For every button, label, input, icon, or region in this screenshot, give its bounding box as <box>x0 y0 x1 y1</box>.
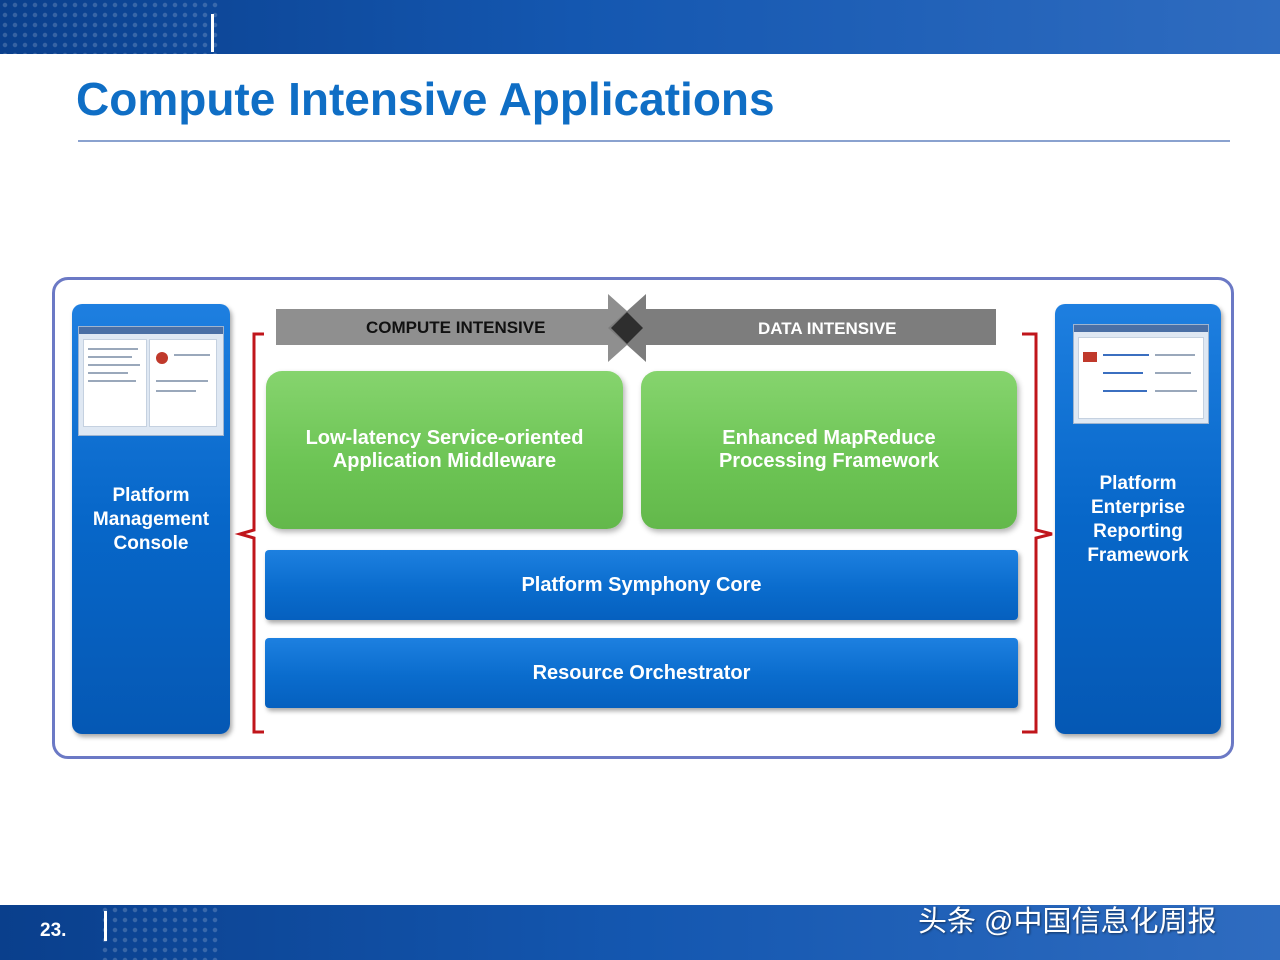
resource-orchestrator-label: Resource Orchestrator <box>532 661 751 684</box>
right-panel-label: Platform Enterprise Reporting Framework <box>1055 472 1221 568</box>
compute-intensive-label: COMPUTE INTENSIVE <box>366 318 546 337</box>
right-bracket-path <box>1022 332 1053 734</box>
thumb-chart <box>1083 352 1097 362</box>
thumb-line <box>1155 390 1197 392</box>
symphony-core-bar: Platform Symphony Core <box>265 550 1018 620</box>
symphony-core-label: Platform Symphony Core <box>521 573 762 596</box>
left-bracket-path <box>234 332 264 734</box>
green-right-line: Processing Framework <box>718 450 940 472</box>
page-number: 23. <box>40 920 67 941</box>
low-latency-middleware-box: Low-latency Service-oriented Application… <box>266 371 623 529</box>
thumb-pane-left <box>83 339 147 427</box>
platform-management-console-panel: Platform Management Console <box>72 304 230 734</box>
right-bracket <box>1022 332 1053 734</box>
thumb-link <box>1103 390 1147 392</box>
thumb-titlebar <box>1074 325 1208 332</box>
left-panel-line: Management <box>92 509 210 530</box>
thumb-link <box>1103 372 1143 374</box>
banner-dot-pattern <box>0 0 220 54</box>
console-screenshot-thumbnail <box>78 326 224 436</box>
resource-orchestrator-bar: Resource Orchestrator <box>265 638 1018 708</box>
arrow-center-diamond <box>611 312 643 344</box>
left-panel-line: Platform <box>112 485 190 506</box>
slide-title: Compute Intensive Applications <box>76 73 775 125</box>
left-bracket <box>234 332 264 734</box>
thumb-line <box>1155 372 1191 374</box>
thumb-line <box>1155 354 1195 356</box>
banner-dot-pattern <box>100 905 220 960</box>
left-panel-line: Console <box>113 533 189 554</box>
thumb-line <box>156 380 208 382</box>
thumb-link <box>1103 354 1149 356</box>
reporting-screenshot-thumbnail <box>1073 324 1209 424</box>
watermark-text: 头条 @中国信息化周报 <box>918 906 1217 938</box>
bottom-banner <box>0 905 1280 960</box>
platform-enterprise-reporting-panel: Platform Enterprise Reporting Framework <box>1055 304 1221 734</box>
data-intensive-label: DATA INTENSIVE <box>758 319 897 338</box>
left-panel-label: Platform Management Console <box>72 484 230 556</box>
right-panel-line: Enterprise <box>1091 497 1185 518</box>
thumb-pane-right <box>149 339 217 427</box>
right-panel-line: Reporting <box>1093 521 1183 542</box>
thumb-pie <box>156 352 168 364</box>
right-panel-line: Framework <box>1087 545 1189 566</box>
data-arrow-shape <box>608 294 996 362</box>
thumb-line <box>88 380 136 382</box>
thumb-line <box>88 356 132 358</box>
bottom-banner-divider <box>104 911 107 941</box>
green-left-line: Low-latency Service-oriented <box>305 427 584 449</box>
thumb-line <box>156 390 196 392</box>
green-left-line: Application Middleware <box>332 450 557 472</box>
banner-divider <box>211 14 214 52</box>
thumb-line <box>88 372 128 374</box>
compute-arrow-shape <box>276 294 646 362</box>
thumb-line <box>88 348 138 350</box>
green-right-line: Enhanced MapReduce <box>722 427 936 449</box>
top-banner <box>0 0 1280 54</box>
thumb-line <box>88 364 140 366</box>
thumb-line <box>174 354 210 356</box>
compute-data-intensive-arrow <box>276 294 996 362</box>
right-panel-line: Platform <box>1099 473 1177 494</box>
title-underline <box>78 140 1230 142</box>
thumb-pane <box>1078 337 1204 419</box>
thumb-titlebar <box>79 327 223 334</box>
enhanced-mapreduce-box: Enhanced MapReduce Processing Framework <box>641 371 1017 529</box>
